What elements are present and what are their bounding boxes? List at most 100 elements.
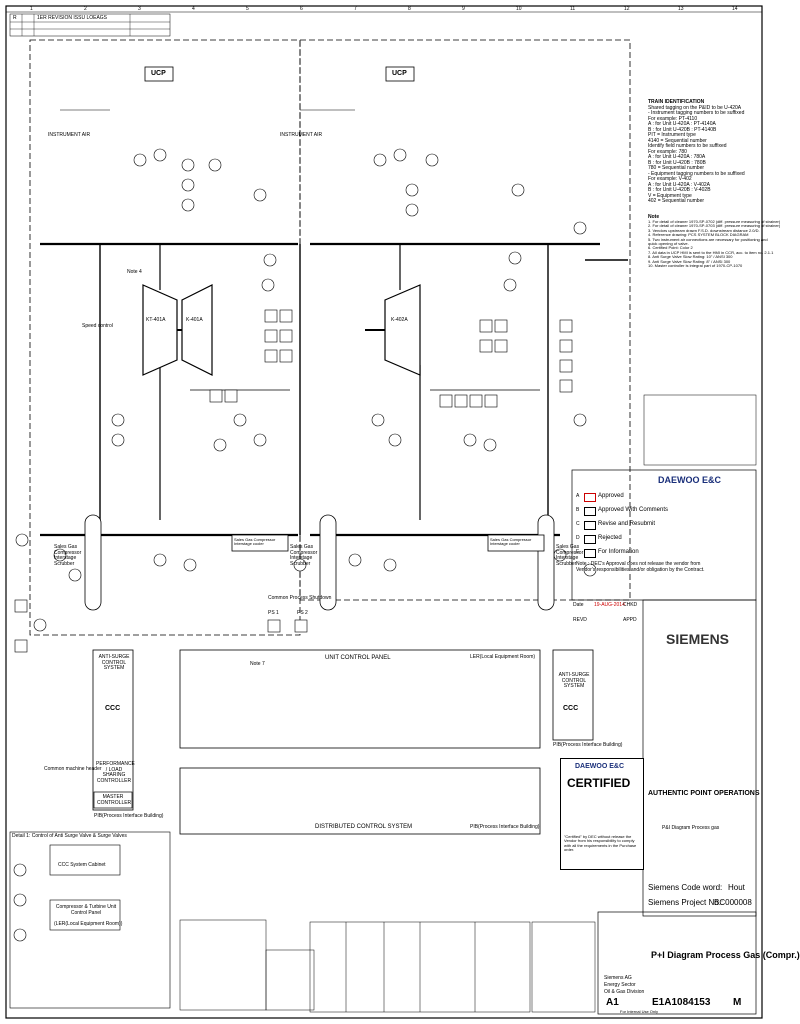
notes-line: For example: 780: [648, 148, 687, 155]
drawing-desc: P&I Diagram Process gas: [662, 825, 720, 831]
division-name: Oil & Gas Division: [604, 989, 645, 995]
note-line: 5. Two instrument air connections are ne…: [648, 236, 768, 242]
lower-title-block: [597, 911, 757, 1015]
cooler-right-label: Sales Gas Compressor Interstage cooler: [490, 537, 532, 547]
pib-left-label: PIB(Process Interface Building): [94, 813, 164, 819]
review-option-text: Approved: [598, 493, 624, 499]
column-label: 13: [678, 6, 684, 12]
pib-right-label: PIB(Process Interface Building): [553, 742, 623, 748]
ucp-box-right: [385, 66, 415, 82]
scrubber-right-label: Sales Gas Compressor Interstage Scrubber: [556, 544, 584, 567]
appd-label: APPD: [623, 617, 637, 623]
notes-panel: TRAIN IDENTIFICATION Shared tagging on t…: [648, 99, 781, 268]
common-machine-header: Common machine header: [44, 766, 102, 772]
notes-line: B : for Unit U-420B : PT-4140B: [648, 126, 717, 133]
ps1-label: PS 1: [268, 610, 279, 616]
compressor-2nd-label: K-402A: [391, 317, 408, 323]
ler-label: LER(Local Equipment Room): [470, 654, 536, 660]
column-label: 2: [84, 6, 87, 12]
sheet-letter: M: [733, 997, 742, 1008]
ccc-right-block: [552, 649, 594, 741]
column-label: 12: [624, 6, 630, 12]
review-option-code: E: [576, 549, 580, 555]
detail-1-region: [9, 831, 171, 1009]
column-label: 1: [30, 6, 33, 12]
note-line: 1. For detail of cleaner 1970-SP-0702 (d…: [648, 219, 781, 224]
notes-line: V = Equipment type: [648, 192, 692, 199]
instrument-air-label-left: INSTRUMENT AIR: [48, 132, 91, 138]
ccc-system-cabinet-label: CCC System Cabinet: [58, 862, 106, 868]
certified-text: CERTIFIED: [567, 776, 631, 790]
scrubber-left-label: Sales Gas Compressor Interstage Scrubber: [54, 544, 82, 567]
code-word-value: Hout: [728, 883, 745, 892]
ucp-box-left: [144, 66, 174, 82]
drawing-title: P+I Diagram Process Gas (Compr.): [651, 950, 800, 960]
review-option-text: Revise and Resubmit: [598, 521, 656, 527]
turbine-kt401a: [142, 284, 178, 376]
compressor-k402a: [384, 284, 421, 376]
speed-control-label: Speed control: [82, 323, 113, 329]
notes-line: PIT = Instrument type: [648, 132, 696, 138]
revision-description: 1ER REVISION ISSU LOEAGS: [37, 15, 108, 21]
review-option-text: Approved With Comments: [598, 507, 669, 513]
instrument-squares: [14, 309, 573, 653]
chkd-label: CHKD: [623, 602, 638, 608]
notes-line: 402 = Sequential number: [648, 198, 705, 204]
notes-line: Shared tagging on the P&ID to be U-420A: [648, 104, 742, 111]
antisurge-right-label: ANTI-SURGE CONTROL SYSTEM: [558, 672, 590, 689]
notes-line: For example: PT-4110: [648, 115, 698, 122]
column-label: 8: [408, 6, 411, 12]
code-word-label: Siemens Code word:: [648, 883, 723, 892]
notes-line: For example: V-402: [648, 176, 692, 182]
sheet-border: [5, 5, 763, 1019]
ps2-label: PS 2: [297, 610, 308, 616]
column-label: 7: [354, 6, 357, 12]
dcs-region: [179, 767, 541, 835]
ccc-right-label: CCC: [563, 705, 579, 712]
note-line: 6. Certified Point: Color 2: [648, 245, 693, 251]
review-option-text: Rejected: [598, 535, 622, 541]
ucp-label-left: UCP: [151, 70, 166, 77]
scrubber-vessels: [84, 514, 555, 611]
instrument-bubbles: [13, 148, 597, 942]
cooler-left-label: Sales Gas Compressor Interstage cooler: [234, 537, 276, 547]
column-label: 10: [516, 6, 522, 12]
column-label: 14: [732, 6, 738, 12]
notes-line: Identify field numbers to be suffixed: [648, 143, 727, 149]
note-line: 3. Vendors upstream drawn F.S.D. downstr…: [648, 227, 760, 233]
column-label: 9: [462, 6, 465, 12]
daewoo-review-stamp: DAEWOO E&C A Approved B Approved With Co…: [574, 472, 754, 598]
scrubber-mid-label: Sales Gas Compressor Interstage Scrubber: [290, 544, 318, 567]
approved-checkbox: [584, 493, 596, 502]
notes-line: A : for Unit U-420A : V-402A: [648, 181, 710, 188]
note-line: quick opening of valve.: [648, 240, 689, 246]
notes-line: - Instrument tagging numbers to be suffi…: [648, 110, 745, 116]
note-line: 10. Master controller is integral part o…: [648, 262, 743, 268]
note-7-label: Note 7: [250, 661, 265, 667]
ccc-left-block: [92, 649, 134, 811]
authentic-stamp: AUTHENTIC POINT OPERATIONS: [648, 790, 760, 797]
pib-dcs-label: PIB(Process Interface Building): [470, 824, 540, 830]
notes-line: A : for Unit U-420A : PT-4140A: [648, 121, 716, 127]
note-line: 7. All data in UCP HMI is sent to the HM…: [648, 249, 774, 255]
company-name: Siemens AG: [604, 975, 632, 981]
note-line: 8. Anti Surge Valve Slow Rating: 10" / A…: [648, 254, 733, 260]
cooler-right-shape: [487, 534, 545, 552]
drawing-number: E1A1084153: [652, 997, 711, 1008]
note-line: 4. Reference drawing: PCS SYSTEM BLOCK D…: [648, 232, 749, 238]
document-list-table: [643, 394, 757, 466]
common-process-shutdown: Common Process Shutdown: [268, 595, 332, 601]
master-controller-label: MASTER CONTROLLER: [97, 794, 132, 806]
notes-line: - Equipment tagging numbers to be suffix…: [648, 170, 745, 177]
pid-drawing: [5, 5, 763, 1019]
notes-line: B : for Unit U-420B : V-402B: [648, 187, 711, 193]
ccc-left-label: CCC: [105, 705, 121, 712]
sector-name: Energy Sector: [604, 982, 636, 988]
review-option-code: B: [576, 507, 580, 513]
sheet-size: A1: [606, 997, 619, 1008]
process-lines: [40, 109, 628, 537]
column-label: 6: [300, 6, 303, 12]
note-line: 2. For detail of cleaner 1970-SP-0703 (d…: [648, 223, 781, 229]
antisurge-left-label: ANTI-SURGE CONTROL SYSTEM: [98, 654, 130, 671]
note-line: 9. Anti Surge Valve Slow Rating: 8" / AN…: [648, 258, 731, 264]
